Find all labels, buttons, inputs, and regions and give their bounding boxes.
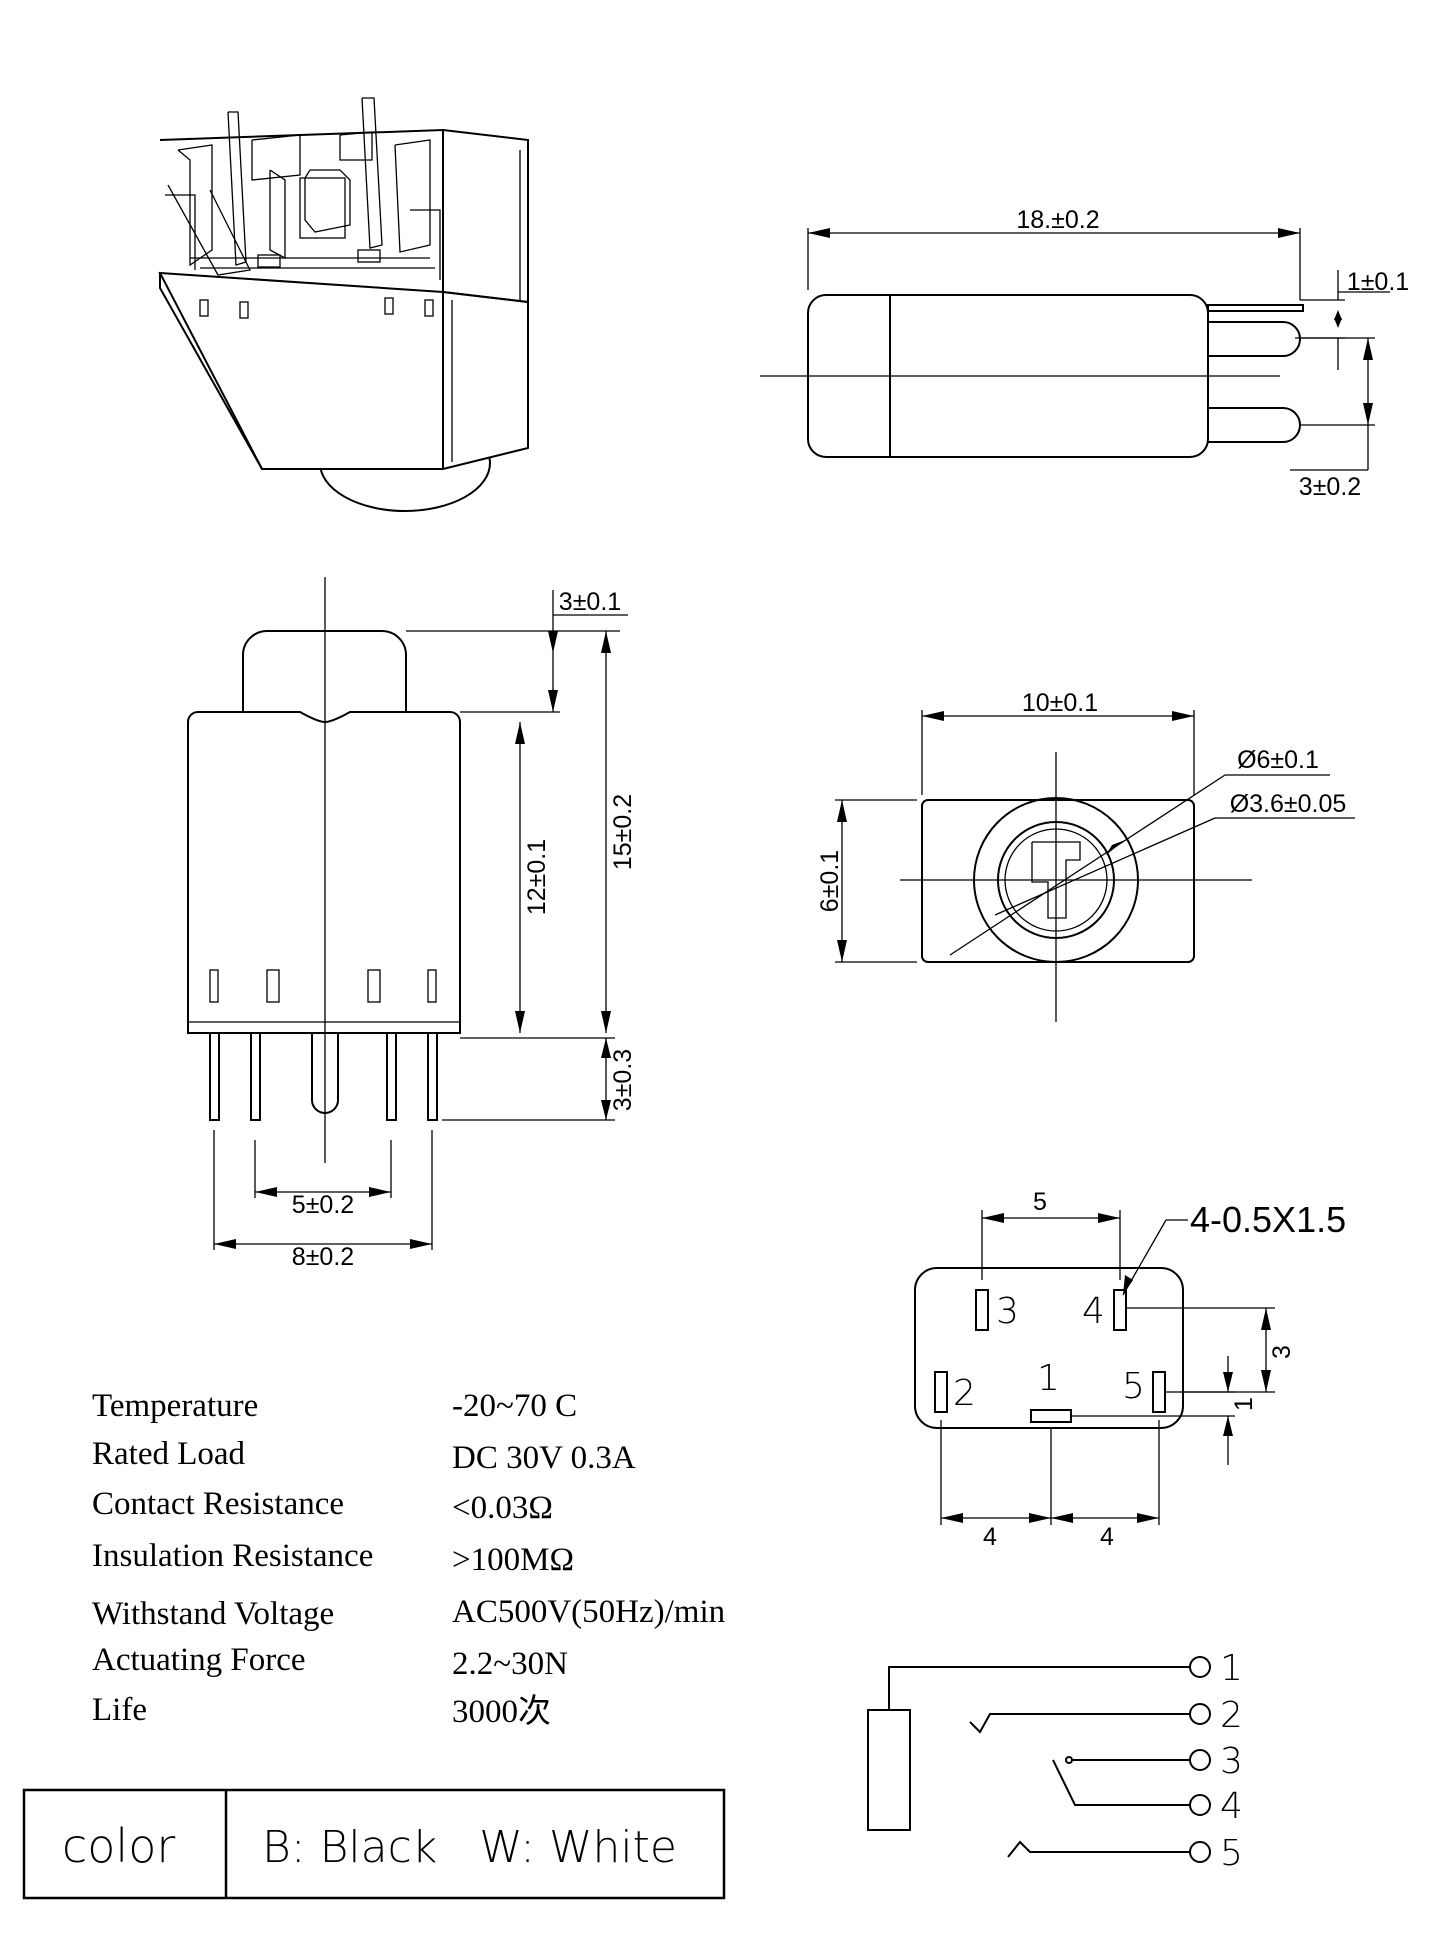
- spec-label-contact-resistance: Contact Resistance: [92, 1486, 344, 1522]
- front-body: [187, 711, 461, 1034]
- dim-end-width: 10±0.1: [1022, 689, 1098, 717]
- side-plunger: [1207, 304, 1304, 312]
- dim-side-pin-width: 1±0.1: [1347, 268, 1409, 296]
- dim-front-outer-pitch: 8±0.2: [292, 1243, 354, 1271]
- spec-value-rated-load: DC 30V 0.3A: [452, 1440, 636, 1476]
- color-label: color: [62, 1819, 175, 1873]
- spec-value-insulation-resistance: >100MΩ: [452, 1542, 574, 1578]
- terminal-2: [1189, 1703, 1211, 1725]
- dim-pcb-row: 3: [1268, 1345, 1296, 1359]
- dim-pcb-pads: 4-0.5X1.5: [1190, 1199, 1346, 1240]
- front-view: 3±0.1 12±0.1 15±0.2 3±0.3 5±0.2 8±0.2: [187, 577, 637, 1271]
- dim-pcb-right: 4: [1100, 1523, 1114, 1551]
- pad-2: [934, 1371, 948, 1413]
- spec-label-actuating-force: Actuating Force: [92, 1642, 306, 1678]
- pad-label-4: 4: [1082, 1291, 1105, 1332]
- terminal-4: [1189, 1794, 1211, 1816]
- dim-end-dia-outer: Ø6±0.1: [1237, 746, 1319, 774]
- dim-end-height: 6±0.1: [816, 850, 844, 912]
- dim-pcb-offset: 1: [1230, 1397, 1258, 1411]
- isometric-view: [158, 97, 529, 512]
- terminal-label-3: 3: [1220, 1741, 1243, 1782]
- color-box: color B: Black W: White: [22, 1788, 726, 1900]
- spec-label-temperature: Temperature: [92, 1388, 258, 1424]
- specifications: Temperature -20~70 C Rated Load DC 30V 0…: [92, 1388, 725, 1730]
- terminal-1: [1189, 1656, 1211, 1678]
- spec-label-withstand-voltage: Withstand Voltage: [92, 1596, 334, 1632]
- dim-side-pin-pitch: 3±0.2: [1299, 473, 1361, 501]
- dim-front-total: 15±0.2: [609, 794, 637, 870]
- terminal-label-4: 4: [1220, 1786, 1243, 1827]
- iso-body-outline: [158, 271, 529, 470]
- pad-label-1: 1: [1037, 1358, 1060, 1399]
- pad-3: [975, 1289, 989, 1331]
- pad-label-3: 3: [996, 1291, 1019, 1332]
- spec-label-life: Life: [92, 1692, 147, 1728]
- dim-front-body: 12±0.1: [523, 839, 551, 915]
- pcb-footprint: 3 4 2 1 5 5 4-0.5X1.5 3 1: [914, 1188, 1346, 1551]
- pad-label-2: 2: [953, 1373, 976, 1414]
- spec-value-temperature: -20~70 C: [452, 1388, 577, 1424]
- color-value: B: Black W: White: [262, 1822, 677, 1873]
- dim-front-cap: 3±0.1: [559, 588, 621, 616]
- spec-value-withstand-voltage: AC500V(50Hz)/min: [452, 1594, 725, 1630]
- dim-front-inner-pitch: 5±0.2: [292, 1191, 354, 1219]
- spec-value-life: 3000次: [452, 1693, 551, 1730]
- spec-label-insulation-resistance: Insulation Resistance: [92, 1538, 373, 1574]
- pad-label-5: 5: [1122, 1366, 1145, 1407]
- dim-pcb-left: 4: [983, 1523, 997, 1551]
- dim-pcb-top: 5: [1033, 1188, 1047, 1216]
- spec-label-rated-load: Rated Load: [92, 1436, 246, 1472]
- side-pin-upper: [1208, 321, 1301, 357]
- dim-side-length: 18.±0.2: [1016, 206, 1099, 234]
- end-view: 10±0.1 6±0.1 Ø6±0.1 Ø3.6±0.05: [816, 689, 1355, 1022]
- terminal-3: [1189, 1749, 1211, 1771]
- terminal-label-5: 5: [1220, 1833, 1243, 1874]
- side-pin-lower: [1208, 407, 1301, 443]
- terminal-5: [1189, 1841, 1211, 1863]
- schematic-plunger: [867, 1709, 911, 1831]
- pad-5: [1152, 1371, 1166, 1413]
- pcb-outline: [914, 1267, 1184, 1429]
- dim-front-pins: 3±0.3: [609, 1049, 637, 1111]
- dim-end-dia-inner: Ø3.6±0.05: [1230, 790, 1347, 818]
- switch-schematic: 1 2 3 4 5: [867, 1648, 1243, 1874]
- pad-1: [1030, 1409, 1072, 1423]
- terminal-label-1: 1: [1220, 1648, 1243, 1689]
- terminal-label-2: 2: [1220, 1695, 1243, 1736]
- side-view: 18.±0.2 1±0.1 3±0.2: [760, 206, 1409, 501]
- spec-value-actuating-force: 2.2~30N: [452, 1646, 568, 1682]
- spec-value-contact-resistance: <0.03Ω: [452, 1490, 553, 1526]
- pad-4: [1113, 1289, 1127, 1331]
